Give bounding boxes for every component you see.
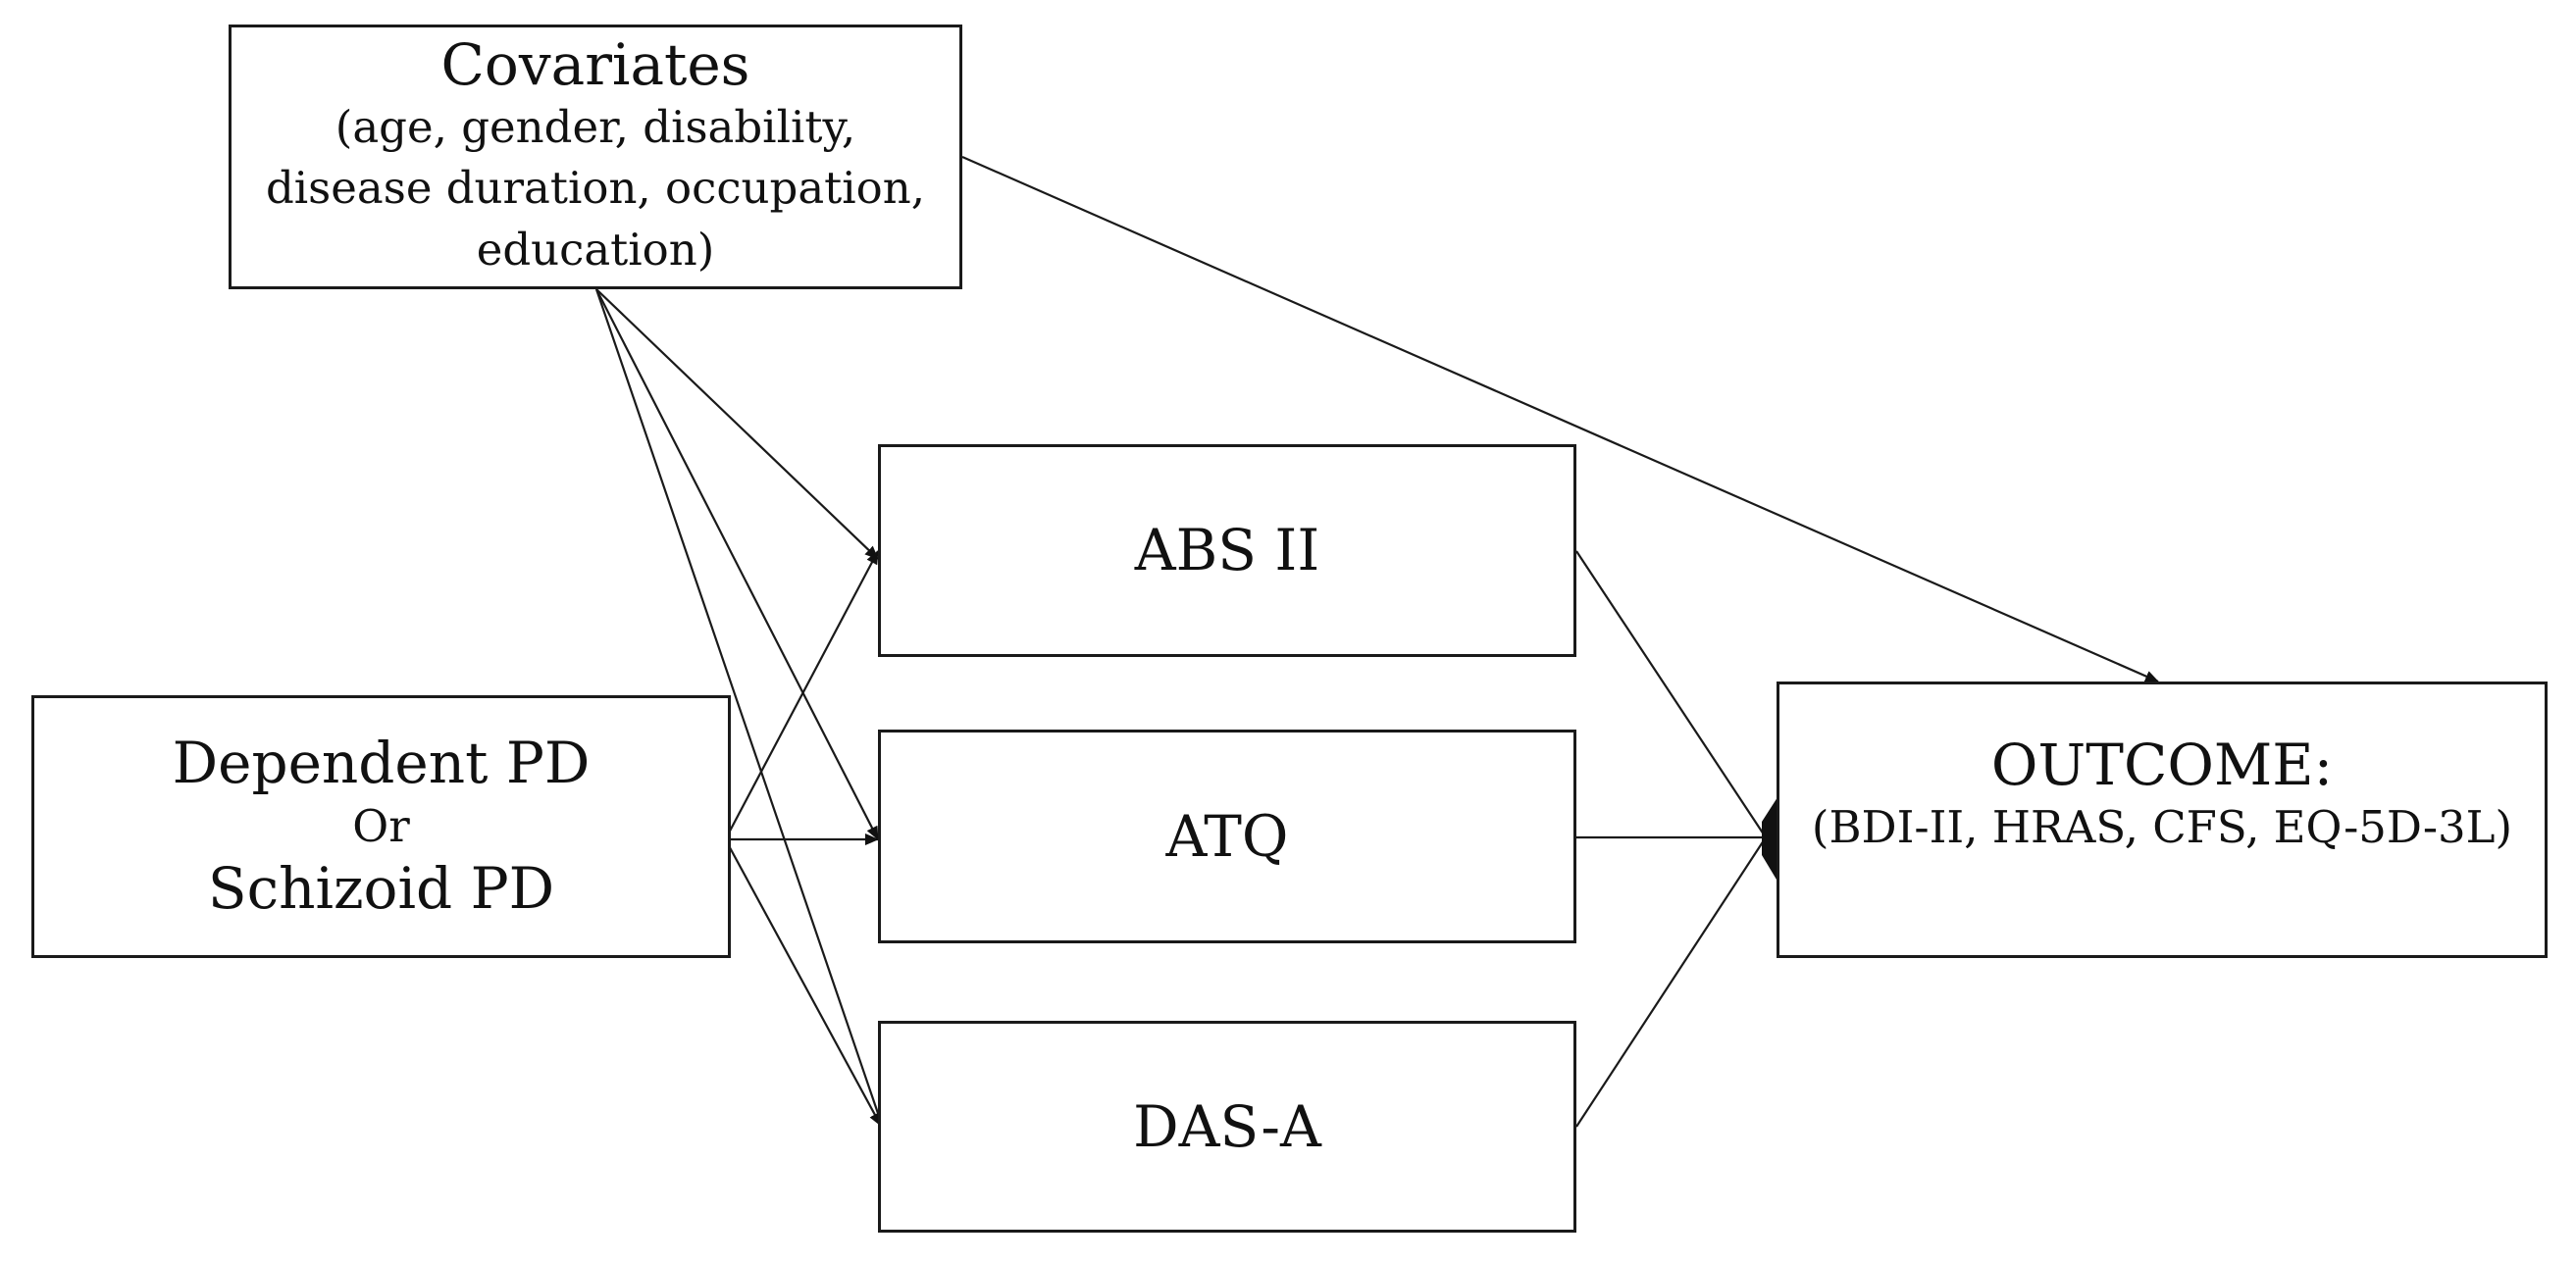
mediator-das-box: DAS-A: [878, 1021, 1576, 1233]
covariates-line-3: education): [476, 223, 715, 276]
covariates-box: Covariates (age, gender, disability, dis…: [229, 25, 962, 289]
predictor-line-2: Or: [352, 799, 410, 852]
outcome-arrowhead: [1762, 794, 1779, 884]
mediator-abs-label: ABS II: [1134, 517, 1320, 584]
mediator-abs-box: ABS II: [878, 444, 1576, 657]
predictor-line-1: Dependent PD: [172, 730, 591, 797]
mediator-atq-box: ATQ: [878, 730, 1576, 943]
predictor-line-3: Schizoid PD: [207, 855, 555, 923]
outcome-title: OUTCOME:: [1990, 732, 2334, 799]
predictor-box: Dependent PD Or Schizoid PD: [31, 695, 731, 958]
outcome-measures: (BDI-II, HRAS, CFS, EQ-5D-3L): [1811, 801, 2513, 854]
edge-covariates-atq: [595, 288, 879, 840]
outcome-box: OUTCOME: (BDI-II, HRAS, CFS, EQ-5D-3L): [1777, 682, 2548, 958]
edge-abs-outcome: [1575, 550, 1767, 838]
mediator-atq-label: ATQ: [1165, 802, 1289, 870]
edge-covariates-abs: [595, 288, 879, 560]
edge-covariates-das: [594, 288, 885, 1129]
edge-predictor-abs: [725, 550, 879, 839]
edge-das-outcome: [1575, 836, 1767, 1128]
edge-covariates-outcome: [961, 155, 2159, 683]
covariates-title: Covariates: [440, 31, 750, 99]
mediator-das-label: DAS-A: [1133, 1092, 1321, 1160]
edge-predictor-das: [725, 839, 882, 1127]
covariates-line-2: disease duration, occupation,: [265, 162, 926, 215]
covariates-line-1: (age, gender, disability,: [335, 101, 856, 154]
